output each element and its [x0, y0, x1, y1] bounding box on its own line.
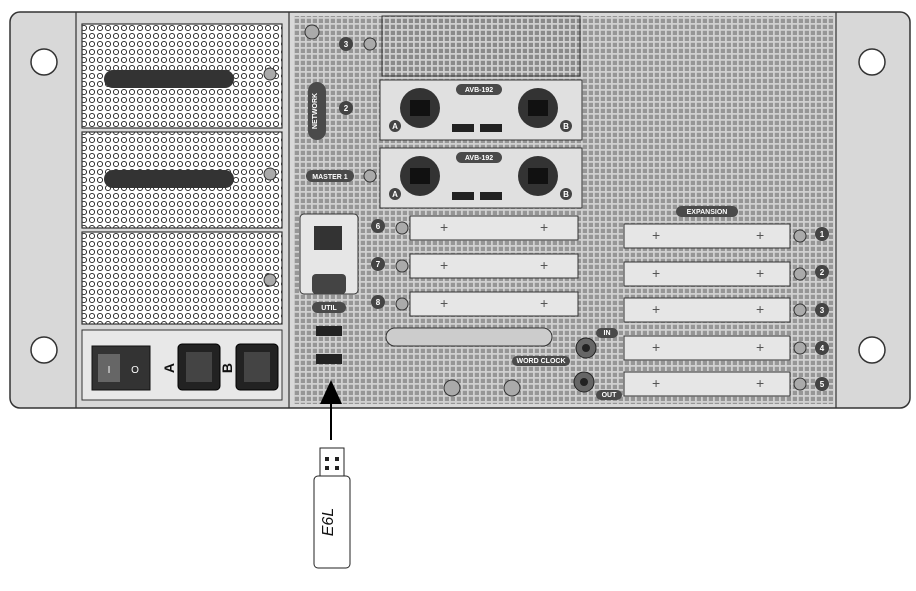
svg-text:8: 8: [376, 298, 381, 307]
svg-text:2: 2: [820, 268, 825, 277]
slot-number-2: 2: [344, 104, 349, 113]
serial-port-icon[interactable]: [312, 274, 346, 294]
usb-port-icon[interactable]: [316, 354, 342, 364]
plus-icon: +: [540, 257, 548, 273]
usb-port-icon[interactable]: [452, 124, 474, 132]
plus-icon: +: [540, 295, 548, 311]
word-clock: IN OUT WORD CLOCK: [512, 328, 622, 400]
expansion-slot: + + 4: [623, 335, 829, 361]
expansion-slot: + + 2: [623, 261, 829, 287]
plus-icon: +: [756, 227, 764, 243]
screw-icon: [793, 303, 807, 317]
insert-arrow-icon: [320, 380, 342, 440]
local-slots: 6 + + 7 + + 8 + +: [371, 215, 579, 317]
expansion-slot: + + 1: [623, 223, 829, 249]
network-label: NETWORK: [312, 93, 319, 129]
svg-text:3: 3: [820, 306, 825, 315]
plus-icon: +: [756, 339, 764, 355]
screw-icon: [363, 37, 377, 51]
power-supply-1: [81, 23, 283, 129]
master-label: MASTER 1: [312, 174, 348, 181]
rack-hole-icon: [858, 336, 886, 364]
screw-icon: [395, 259, 409, 273]
word-clock-in-label: IN: [604, 330, 611, 337]
screw-icon: [304, 24, 320, 40]
avb-card-1: AVB-192 A B: [379, 79, 583, 141]
power-supply-blank: [81, 231, 283, 325]
card-1-port-a-label: A: [392, 122, 398, 131]
switch-on-label: I: [108, 365, 111, 376]
avb-card-2: AVB-192 A B: [379, 147, 583, 209]
power-inlet-area: I O A B: [81, 329, 283, 401]
card-2-port-a-label: A: [392, 190, 398, 199]
inlet-b-label: B: [219, 363, 235, 373]
screw-icon: [263, 273, 277, 287]
plus-icon: +: [440, 295, 448, 311]
switch-off-label: O: [131, 365, 139, 376]
screw-icon: [395, 297, 409, 311]
plus-icon: +: [652, 301, 660, 317]
rack-hole-icon: [858, 48, 886, 76]
word-clock-out-label: OUT: [602, 392, 618, 399]
plus-icon: +: [756, 375, 764, 391]
screw-icon: [363, 169, 377, 183]
util-module: UTIL: [299, 213, 359, 364]
svg-text:7: 7: [376, 260, 381, 269]
expansion-slot: + + 5: [623, 371, 829, 397]
svg-text:6: 6: [376, 222, 381, 231]
usb-stick-label: E6L: [320, 508, 337, 536]
usb-stick: E6L: [313, 447, 351, 569]
local-slot: 7 + +: [371, 253, 579, 279]
vent-slot: [385, 327, 553, 347]
usb-port-icon[interactable]: [480, 192, 502, 200]
screw-icon: [395, 221, 409, 235]
plus-icon: +: [652, 339, 660, 355]
plus-icon: +: [652, 265, 660, 281]
screw-icon: [793, 267, 807, 281]
rack-hole-icon: [30, 336, 58, 364]
usb-port-icon[interactable]: [316, 326, 342, 336]
svg-text:4: 4: [820, 344, 825, 353]
power-supply-2: [81, 131, 283, 229]
rack-ear-left: [30, 48, 58, 364]
rack-ear-right: [858, 48, 886, 364]
screw-icon: [263, 167, 277, 181]
plus-icon: +: [756, 265, 764, 281]
screw-icon: [503, 379, 521, 397]
screw-icon: [443, 379, 461, 397]
word-clock-label: WORD CLOCK: [517, 358, 566, 365]
card-2-name: AVB-192: [465, 155, 493, 162]
svg-text:5: 5: [820, 380, 825, 389]
rack-hole-icon: [30, 48, 58, 76]
expansion-label: EXPANSION: [687, 209, 728, 216]
plus-icon: +: [756, 301, 764, 317]
expansion-slot: + + 3: [623, 297, 829, 323]
usb-port-icon[interactable]: [452, 192, 474, 200]
ethernet-port-icon[interactable]: [314, 226, 342, 250]
plus-icon: +: [440, 219, 448, 235]
screw-icon: [793, 377, 807, 391]
screw-icon: [793, 229, 807, 243]
screw-icon: [793, 341, 807, 355]
screw-icon: [263, 67, 277, 81]
usb-plug-icon: [319, 447, 345, 477]
inlet-a-label: A: [161, 363, 177, 373]
network-section: 3 NETWORK 2 MASTER 1 AVB-192 A B: [304, 15, 583, 209]
usb-port-icon[interactable]: [480, 124, 502, 132]
plus-icon: +: [652, 227, 660, 243]
util-label: UTIL: [321, 305, 337, 312]
local-slot: 8 + +: [371, 291, 579, 317]
local-slot: 6 + +: [371, 215, 579, 241]
card-1-name: AVB-192: [465, 87, 493, 94]
card-2-port-b-label: B: [563, 190, 569, 199]
card-1-port-b-label: B: [563, 122, 569, 131]
expansion-section: EXPANSION + + 1 + + 2 + + 3 +: [623, 206, 829, 397]
slot-number-3: 3: [344, 40, 349, 49]
plus-icon: +: [540, 219, 548, 235]
plus-icon: +: [652, 375, 660, 391]
plus-icon: +: [440, 257, 448, 273]
svg-text:1: 1: [820, 230, 825, 239]
